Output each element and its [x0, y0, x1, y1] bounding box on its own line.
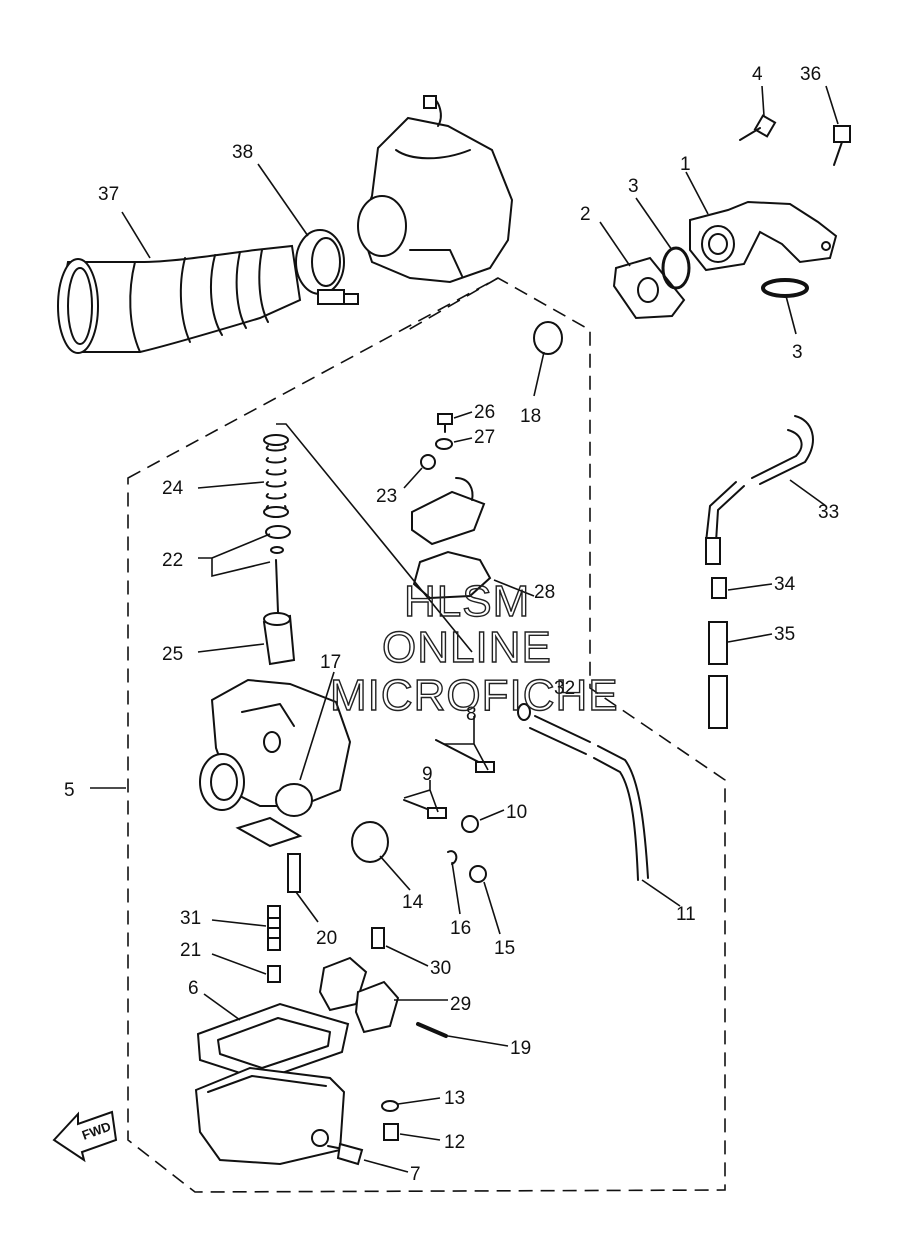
screw-10	[461, 815, 479, 833]
callout-23: 23	[376, 486, 397, 507]
callout-10: 10	[506, 802, 527, 823]
callout-18: 18	[520, 406, 541, 427]
callout-11: 11	[676, 904, 696, 925]
screw-set-8	[435, 739, 495, 773]
callout-16: 16	[450, 918, 471, 939]
screw-15	[469, 865, 487, 883]
carburetor-body	[199, 678, 352, 848]
pilot-jet-31	[267, 905, 281, 951]
callout-2: 2	[580, 204, 591, 225]
callout-34: 34	[774, 574, 796, 595]
hose-35	[708, 621, 728, 729]
callout-3-upper: 3	[628, 176, 639, 197]
needle-jet-20	[287, 853, 301, 893]
callout-7: 7	[410, 1164, 421, 1185]
joint-clamp	[295, 229, 359, 305]
callout-36: 36	[800, 64, 821, 85]
callout-4: 4	[752, 64, 763, 85]
bolt-4	[739, 114, 777, 141]
callout-38: 38	[232, 142, 253, 163]
overflow-hose-11	[517, 703, 649, 881]
callout-28: 28	[534, 582, 555, 603]
drain-screw-7	[327, 1142, 364, 1166]
o-ring-16	[447, 850, 458, 865]
callout-35: 35	[774, 624, 795, 645]
watermark-line-2: ONLINE	[382, 623, 552, 672]
callout-26: 26	[474, 402, 495, 423]
callout-9: 9	[422, 764, 433, 785]
float-pin-19	[416, 1022, 448, 1038]
manifold-gasket	[612, 256, 686, 320]
callout-31: 31	[180, 908, 201, 929]
callout-labels: 1 2 3 3 4 36 37 38 18 26 27 23 24 33 22 …	[64, 64, 839, 1185]
watermark-line-3: MICROFICHE	[330, 671, 619, 720]
callout-37: 37	[98, 184, 119, 205]
callout-3-lower: 3	[792, 342, 803, 363]
callout-24: 24	[162, 478, 184, 499]
intake-manifold	[689, 200, 838, 272]
callout-19: 19	[510, 1038, 531, 1059]
callout-13: 13	[444, 1088, 465, 1109]
main-jet-21	[267, 965, 281, 983]
washer-27	[435, 438, 453, 450]
float-chamber	[194, 1066, 346, 1166]
callout-21: 21	[180, 940, 201, 961]
callout-32: 32	[554, 678, 575, 699]
o-ring-18	[533, 321, 563, 355]
o-ring-upper	[661, 246, 691, 290]
hose-fitting-34	[711, 577, 727, 599]
callout-14: 14	[402, 892, 424, 913]
callout-27: 27	[474, 427, 495, 448]
washer-22	[265, 525, 291, 539]
callout-1: 1	[680, 154, 691, 175]
screw-12	[383, 1123, 399, 1141]
clip-22	[270, 546, 284, 554]
jet-needle	[275, 559, 279, 613]
washer-13	[381, 1100, 399, 1112]
cap-14	[351, 821, 389, 863]
screw-set-9	[403, 799, 447, 819]
air-filter-joint	[57, 244, 302, 354]
air-box	[357, 95, 514, 284]
o-ring-lower	[761, 278, 809, 298]
screw-26	[437, 413, 453, 433]
float-29	[318, 956, 400, 1034]
callout-17: 17	[320, 652, 341, 673]
carb-top-cap	[411, 454, 492, 600]
throttle-valve-25	[262, 612, 296, 666]
vent-hose-33	[705, 415, 814, 565]
callout-12: 12	[444, 1132, 465, 1153]
leader-lines	[90, 85, 839, 1173]
callout-30: 30	[430, 958, 451, 979]
watermark: HLSM ONLINE MICROFICHE	[329, 576, 619, 720]
gasket-6	[196, 1002, 350, 1082]
callout-33: 33	[818, 502, 839, 523]
assembly-boundary-upper	[407, 277, 499, 331]
bolt-36	[833, 125, 851, 166]
callout-15: 15	[494, 938, 515, 959]
callout-8: 8	[466, 704, 477, 725]
callout-20: 20	[316, 928, 337, 949]
callout-25: 25	[162, 644, 183, 665]
callout-5: 5	[64, 780, 75, 801]
callout-6: 6	[188, 978, 199, 999]
fwd-arrow-icon: FWD	[52, 1110, 118, 1163]
throttle-spring-24	[263, 434, 289, 518]
assembly-boundary	[127, 277, 726, 1193]
callout-29: 29	[450, 994, 471, 1015]
callout-22: 22	[162, 550, 183, 571]
watermark-line-1: HLSM	[404, 577, 530, 626]
needle-valve-30	[371, 927, 385, 949]
